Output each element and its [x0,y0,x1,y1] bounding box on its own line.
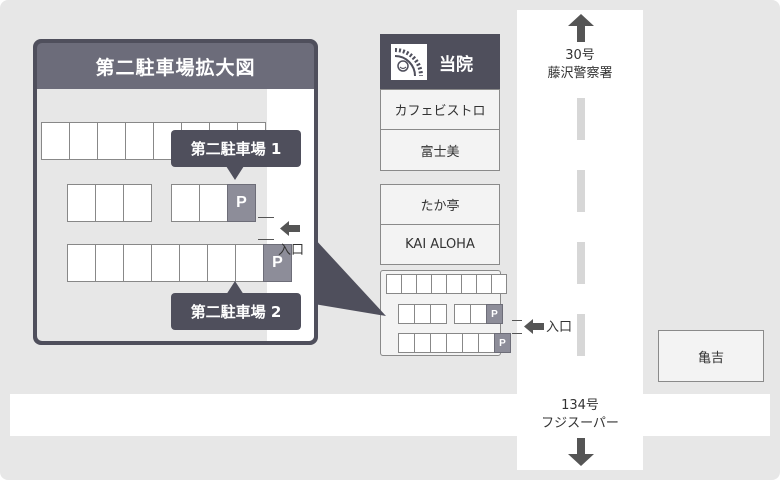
south-road-number: 134号 [561,398,599,413]
parking-row-middle-right: P [454,304,503,324]
parking-space [199,184,228,222]
parking-space [235,244,264,282]
building-takatei: たか亭 [380,184,500,225]
road-center-dash [577,242,585,284]
inset-entrance-tick [258,217,274,218]
parking-sign: P [494,333,511,353]
parking-lot-small: P P [380,270,511,356]
building-cafe-bistro: カフェビストロ [380,89,500,130]
parking-space [123,184,152,222]
parking-space [125,122,154,160]
inset-parking-row-2-left [67,184,152,222]
parking-space [179,244,208,282]
arrow-left-icon [280,221,300,236]
zoom-callout-wedge [314,238,386,316]
road-center-dash [577,170,585,212]
north-road-destination: 藤沢警察署 [547,66,613,81]
parking-space [478,333,495,353]
parking-space [414,304,431,324]
building-fujimi: 富士美 [380,129,500,171]
parking-row-top [386,274,507,294]
arrow-up-icon [568,14,594,42]
inset-entrance-label: 入口 [277,243,304,258]
parking-space [123,244,152,282]
arrow-down-icon [568,438,594,466]
road-vertical [517,10,643,470]
parking-row-bottom: P [398,333,511,353]
parking-space [461,274,477,294]
parking-space [69,122,98,160]
parking-row-middle-left [398,304,447,324]
entrance-label: 入口 [546,320,573,335]
inset-parking-row-3: P [67,244,292,282]
road-horizontal [10,394,770,436]
arrow-left-icon [524,319,544,334]
parking-space [207,244,236,282]
building-kai-aloha: KAI ALOHA [380,224,500,265]
entrance-tick [512,333,522,334]
north-road-number: 30号 [565,48,595,63]
inset-body: P P 第二駐車場 1 第二駐車場 2 [37,89,314,341]
parking-sign-lot-2: P [263,244,292,282]
parking-space [446,274,462,294]
lot-1-callout-pointer [226,166,244,180]
parking-sign-lot-1: P [227,184,256,222]
parking-space [398,304,415,324]
parking-space [431,274,447,294]
inset-parking-row-2-right: P [171,184,256,222]
lot-1-callout: 第二駐車場 1 [171,130,301,167]
building-kamekichi: 亀吉 [658,330,764,382]
parking-space [470,304,487,324]
road-center-dash [577,98,585,140]
parking-space [41,122,70,160]
parking-space [430,304,447,324]
parking-space [454,304,471,324]
parking-space [67,184,96,222]
inset-header: 第二駐車場拡大図 [37,43,314,89]
parking-space [67,244,96,282]
clinic-building: 当院 [380,34,500,90]
parking-space [151,244,180,282]
clinic-name: 当院 [439,54,473,75]
parking-space [491,274,507,294]
parking-space [95,244,124,282]
clinic-logo-icon [391,44,427,80]
lot-2-callout-pointer [226,281,244,295]
parking-space [97,122,126,160]
inset-panel: 第二駐車場拡大図 [33,39,318,345]
parking-space [430,333,447,353]
road-center-dash [577,314,585,356]
parking-space [446,333,463,353]
parking-sign: P [486,304,503,324]
parking-space [462,333,479,353]
parking-space [171,184,200,222]
parking-space [398,333,415,353]
inset-title: 第二駐車場拡大図 [95,56,256,79]
parking-space [95,184,124,222]
south-road-destination: フジスーパー [541,416,619,431]
parking-space [414,333,431,353]
parking-space [401,274,417,294]
parking-space [416,274,432,294]
lot-2-callout: 第二駐車場 2 [171,293,301,330]
parking-space [476,274,492,294]
inset-entrance-tick [258,239,274,240]
entrance-tick [512,320,522,321]
